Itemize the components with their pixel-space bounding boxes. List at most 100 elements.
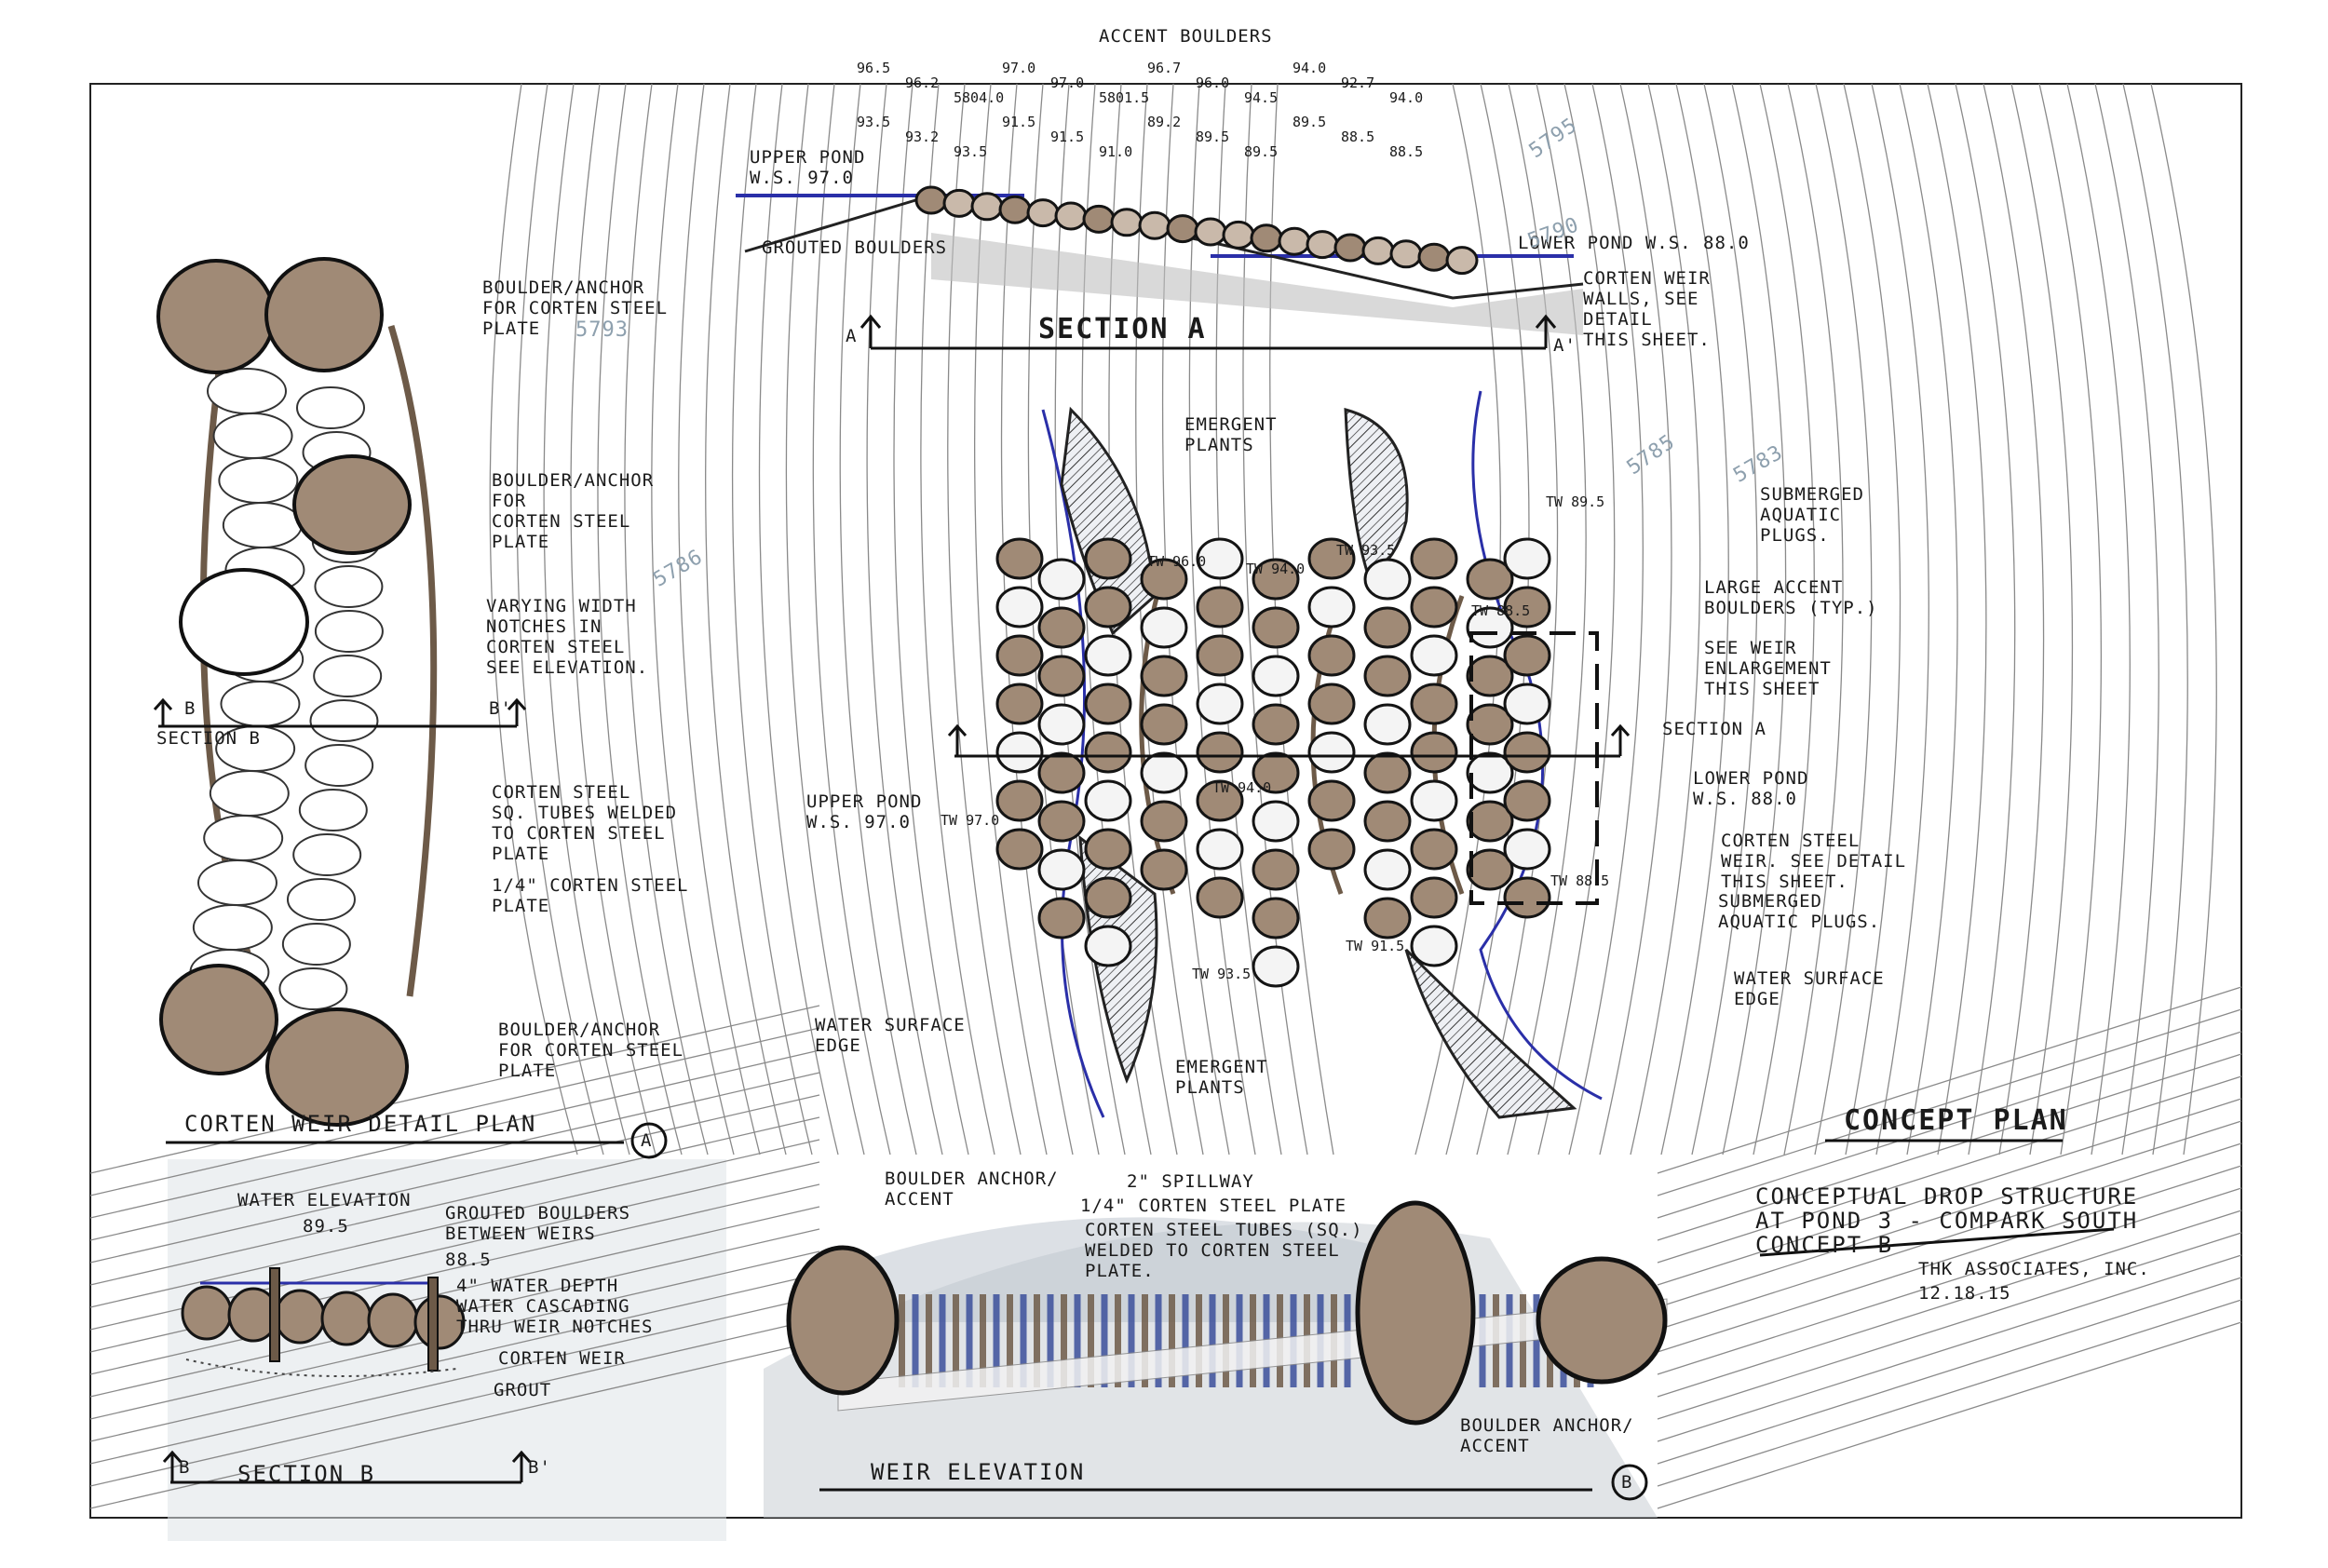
plan-boulder: [1503, 828, 1551, 871]
weir-tube: [899, 1294, 905, 1387]
contour-line: [1722, 83, 1787, 1156]
plan-emergent-top-label: EMERGENT PLANTS: [1184, 414, 1278, 455]
plan-boulder: [1363, 848, 1412, 891]
section-b-boulder: [320, 1291, 372, 1346]
plan-tw-label: TW 94.0: [1212, 779, 1272, 796]
contour-line: [678, 83, 761, 1156]
weir-tube: [1115, 1294, 1121, 1387]
plan-boulder: [1037, 897, 1086, 939]
contour-line: [1188, 83, 1256, 1156]
boulder-white-left: [179, 568, 309, 676]
plan-boulder: [1466, 558, 1514, 601]
plan-section-a-arrow-left: [947, 723, 968, 756]
section-a-arrow-right: [1535, 314, 1557, 348]
section-b-arrow-left: [153, 697, 173, 726]
weir-tube: [980, 1294, 986, 1387]
contour-line: [1657, 1053, 2242, 1241]
contour-line: [89, 1139, 820, 1308]
section-b-marker-b2: B': [528, 1457, 551, 1478]
detail-stone: [313, 655, 383, 697]
contour-line: [570, 83, 656, 1156]
weir-boulder-br-label: BOULDER ANCHOR/ ACCENT: [1460, 1415, 1634, 1456]
detail-stone: [298, 789, 368, 831]
contour-label-5793: 5793: [575, 318, 629, 342]
weir-tube: [912, 1294, 919, 1387]
section-b-grout-label: GROUT: [494, 1380, 552, 1400]
detail-stone: [218, 457, 299, 504]
emergent-plants-bot-right: [1404, 948, 1577, 1119]
contour-line: [89, 1340, 820, 1509]
contour-line: [2094, 83, 2159, 1156]
section-a-marker-right: A': [1553, 335, 1577, 356]
contour-line: [920, 83, 995, 1156]
plan-boulder: [1140, 558, 1188, 601]
plan-boulder: [1410, 731, 1458, 774]
contour-line: [1507, 83, 1587, 1156]
section-a-elevation: 93.5: [857, 114, 891, 130]
section-b-weir-2: [427, 1277, 439, 1372]
anchor-boulder-mid: [292, 454, 412, 555]
plan-boulder: [1140, 606, 1188, 649]
section-a-elevation: 89.5: [1293, 114, 1327, 130]
contour-line: [839, 83, 917, 1156]
plan-boulder: [1503, 634, 1551, 677]
section-a-elevation: 91.5: [1050, 128, 1085, 145]
plan-boulder: [1196, 634, 1244, 677]
contour-line: [1630, 83, 1701, 1156]
plan-boulder: [1307, 586, 1356, 629]
contour-line: [812, 83, 891, 1156]
weir-tube: [1533, 1294, 1540, 1387]
section-a-elevation: 96.7: [1147, 60, 1182, 76]
contour-line: [1657, 1098, 2242, 1286]
section-a-boulder: [1138, 210, 1171, 240]
plan-lower-pond-label: LOWER POND W.S. 88.0: [1693, 768, 1809, 809]
section-b-title: SECTION B: [237, 1461, 376, 1487]
section-a-boulder: [1389, 239, 1423, 269]
plan-boulder: [1466, 848, 1514, 891]
section-a-title: SECTION A: [1038, 313, 1207, 345]
contour-line: [731, 83, 813, 1156]
plan-tw-label: TW 94.0: [1246, 561, 1306, 577]
weir-tube: [1034, 1294, 1040, 1387]
contour-line: [1843, 83, 1902, 1156]
contour-line: [1657, 1321, 2242, 1509]
plan-boulder: [1252, 703, 1300, 746]
detail-stone: [278, 967, 348, 1010]
section-a-elevation: 94.0: [1293, 60, 1327, 76]
contour-line: [1955, 83, 2016, 1156]
detail-stone: [196, 859, 277, 906]
plan-boulder: [1196, 537, 1244, 580]
title-block-line: [1759, 1227, 2115, 1257]
plan-tw-label: TW 88.5: [1550, 872, 1610, 889]
section-a-boulders: [914, 185, 1479, 276]
plan-boulder: [1307, 683, 1356, 725]
plan-boulder: [1503, 876, 1551, 919]
plan-boulder: [1503, 779, 1551, 822]
plan-boulder: [1252, 558, 1300, 601]
contour-line: [1657, 986, 2242, 1174]
plan-boulder: [1503, 731, 1551, 774]
section-a-boulder: [1361, 236, 1395, 265]
contour-line: [1899, 83, 1958, 1156]
plan-boulder: [1252, 897, 1300, 939]
contour-line: [1657, 1254, 2242, 1442]
section-b-boulder: [367, 1292, 419, 1348]
weir-tubes-label: CORTEN STEEL TUBES (SQ.) WELDED TO CORTE…: [1085, 1220, 1363, 1281]
contour-line: [2038, 83, 2102, 1156]
plan-boulder: [1252, 945, 1300, 988]
plan-boulder: [1084, 828, 1132, 871]
plan-boulder: [1363, 800, 1412, 843]
plan-boulder: [1084, 586, 1132, 629]
plan-boulders: [995, 537, 1551, 988]
contour-line: [1871, 83, 1929, 1156]
plan-boulder: [1466, 655, 1514, 697]
weir-tube: [1182, 1294, 1189, 1387]
section-a-elevation: 89.2: [1147, 114, 1182, 130]
weir-detail-plan: [153, 257, 668, 1159]
plan-boulder: [1363, 703, 1412, 746]
section-b-corten-label: CORTEN WEIR: [498, 1348, 626, 1369]
weir-tube: [953, 1294, 959, 1387]
contour-line: [89, 1206, 820, 1375]
section-b-weir-1: [269, 1267, 280, 1362]
section-a-elevation: 96.0: [1196, 74, 1230, 91]
